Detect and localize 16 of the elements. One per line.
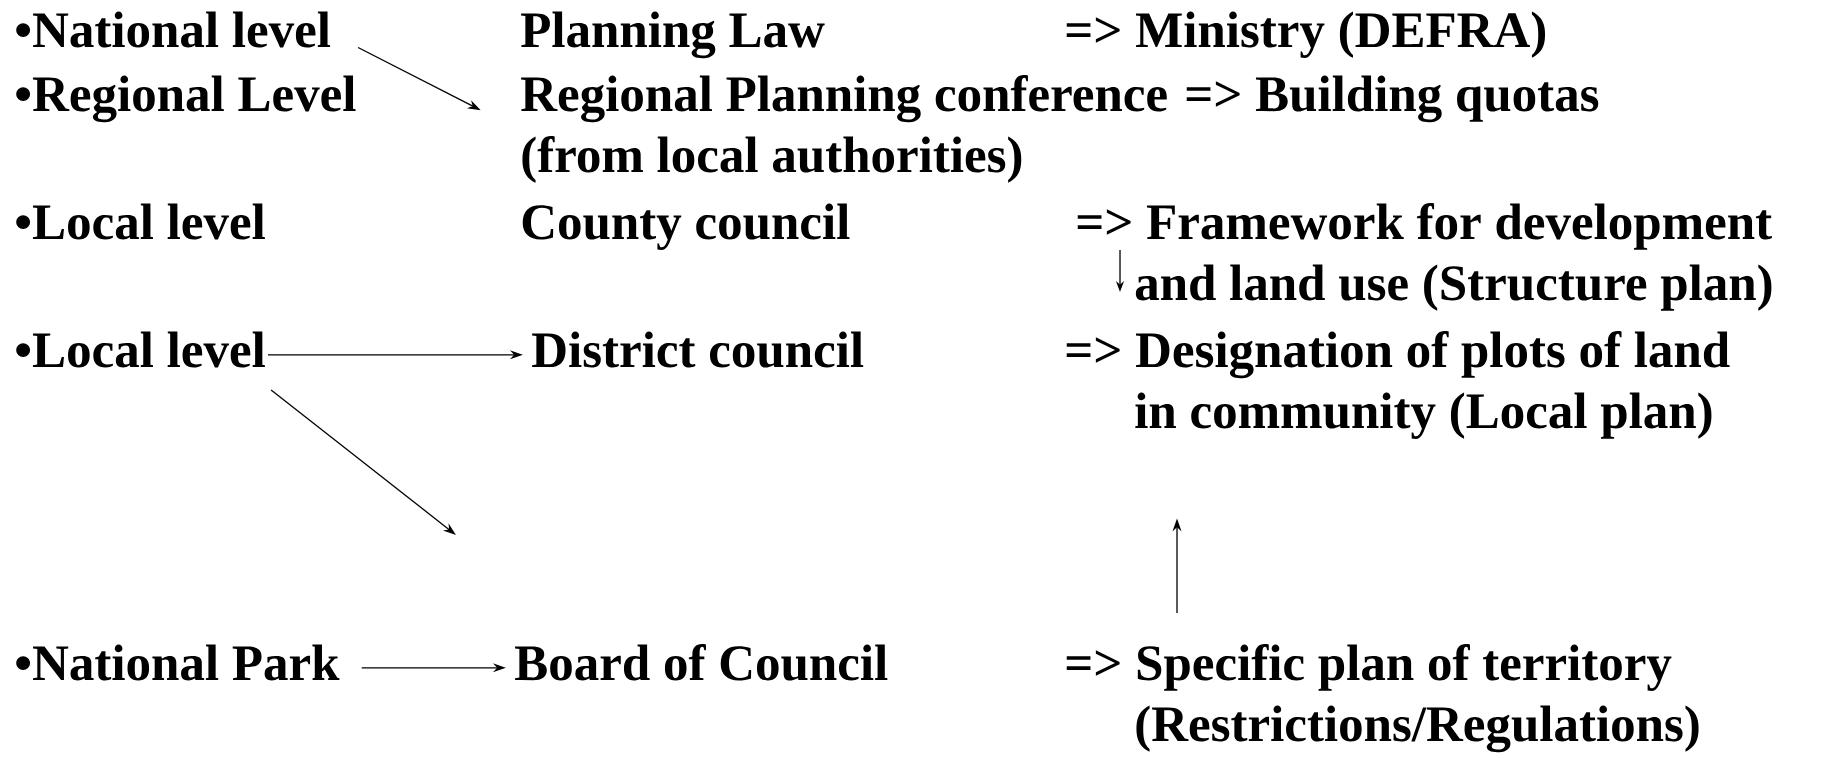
label-text: County council [522, 203, 850, 250]
label-text: => Specific plan of territory (Restrictions/Regulations) [1066, 644, 1699, 753]
label-text: => Ministry (DEFRA) [1066, 11, 1546, 58]
label-text: •National Park [16, 644, 340, 681]
label-text: => Framework for development and land use (Structure plan) [1077, 203, 1772, 311]
arrow [270, 389, 456, 535]
label-text: •Local level [16, 331, 265, 368]
label-text: District council [532, 331, 864, 368]
label-text: => Building quotas [1186, 75, 1599, 123]
label-text: Planning Law [521, 11, 825, 59]
label-text: •Regional Level [16, 75, 356, 123]
label-text: Regional Planning conference (from local authorities) [521, 75, 1167, 183]
label-text: •National level [16, 11, 331, 48]
label-text: •Local level [16, 203, 265, 240]
label-text: => Designation of plots of land in community (Local plan) [1066, 331, 1730, 439]
label-text: Board of Council [515, 644, 888, 681]
